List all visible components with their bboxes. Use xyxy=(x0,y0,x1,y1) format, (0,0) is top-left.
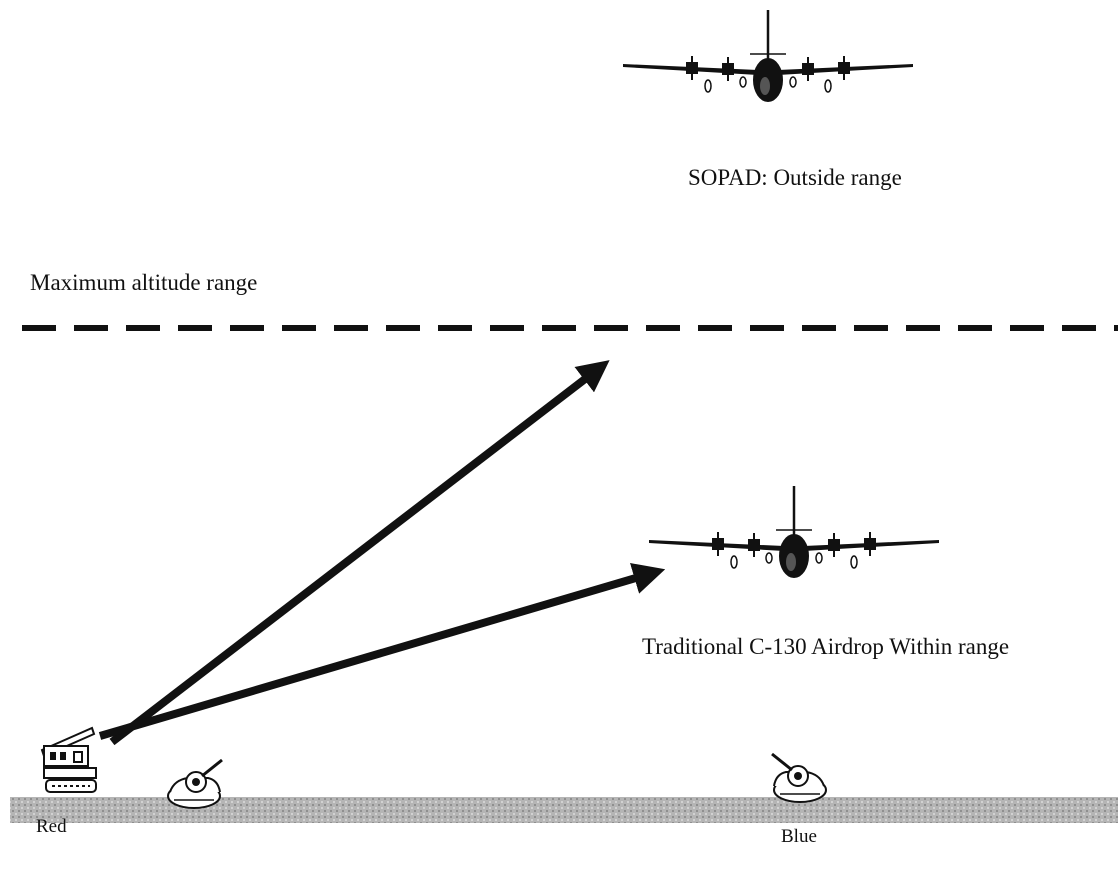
c130-aircraft-icon-high xyxy=(621,8,915,104)
c130-airdrop-label: Traditional C-130 Airdrop Within range xyxy=(642,634,1010,659)
red-force-label: Red xyxy=(36,816,67,837)
sopad-label: SOPAD: Outside range xyxy=(688,165,902,190)
tank-icon-red-side xyxy=(166,758,224,810)
blue-force-label: Blue xyxy=(781,826,817,847)
tank-icon-blue-side xyxy=(770,752,828,804)
c130-aircraft-icon-low xyxy=(647,484,941,580)
max-altitude-label: Maximum altitude range xyxy=(30,270,258,295)
arrow-to-max-altitude xyxy=(109,360,610,746)
arrow-to-c130 xyxy=(98,562,666,740)
air-defense-vehicle-icon xyxy=(40,726,97,793)
